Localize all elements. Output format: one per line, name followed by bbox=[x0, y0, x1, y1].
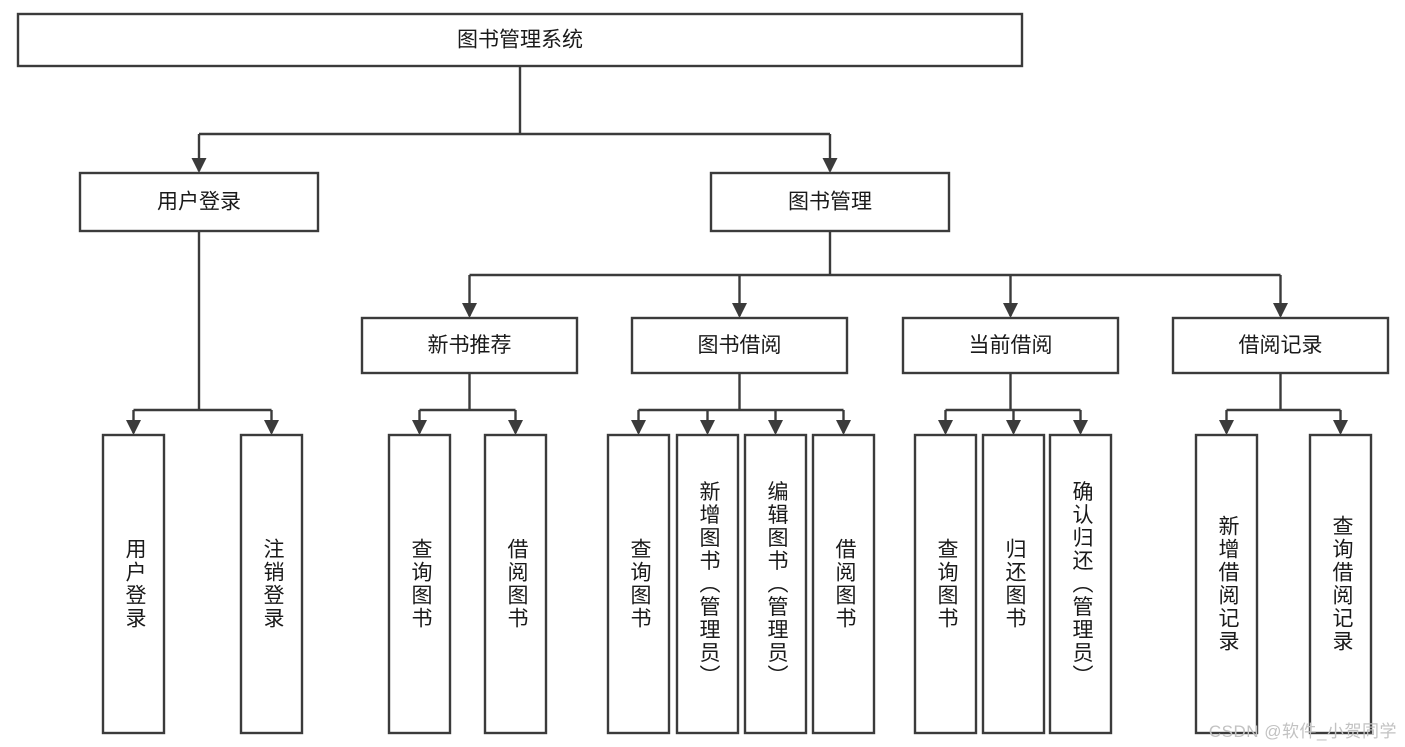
node-label: 用户登录 bbox=[157, 191, 241, 214]
node-label: 查询借阅记录 bbox=[1330, 515, 1354, 653]
node-label: 新增图书（管理员） bbox=[697, 481, 721, 688]
connector-group bbox=[631, 373, 851, 435]
node-label: 图书管理 bbox=[788, 191, 872, 214]
arrow-head-icon bbox=[1333, 420, 1348, 435]
node-box bbox=[1194, 433, 1259, 735]
arrow-head-icon bbox=[508, 420, 523, 435]
node-label: 查询图书 bbox=[628, 538, 652, 630]
node-box bbox=[387, 433, 452, 735]
node-leaf-query-record[interactable]: 查询借阅记录 bbox=[1308, 433, 1373, 735]
node-box bbox=[811, 433, 876, 735]
node-label: 借阅图书 bbox=[505, 538, 529, 630]
node-label: 新增借阅记录 bbox=[1216, 515, 1240, 653]
connector-group bbox=[938, 373, 1088, 435]
arrow-head-icon bbox=[938, 420, 953, 435]
node-label: 归还图书 bbox=[1003, 538, 1027, 630]
node-leaf-logout[interactable]: 注销登录 bbox=[239, 433, 304, 735]
node-label: 新书推荐 bbox=[428, 334, 512, 357]
node-box bbox=[483, 433, 548, 735]
watermark-text: CSDN @软件_小贺同学 bbox=[1208, 722, 1397, 741]
arrow-head-icon bbox=[412, 420, 427, 435]
node-box bbox=[101, 433, 166, 735]
node-current-borrow[interactable]: 当前借阅 bbox=[901, 316, 1120, 375]
arrow-head-icon bbox=[631, 420, 646, 435]
arrow-head-icon bbox=[264, 420, 279, 435]
node-leaf-query-book-3[interactable]: 查询图书 bbox=[913, 433, 978, 735]
node-leaf-borrow-book-2[interactable]: 借阅图书 bbox=[811, 433, 876, 735]
node-box bbox=[901, 316, 1120, 375]
node-layer: 图书管理系统用户登录图书管理新书推荐图书借阅当前借阅借阅记录用户登录注销登录查询… bbox=[16, 12, 1390, 735]
arrow-head-icon bbox=[822, 158, 838, 173]
node-box bbox=[1171, 316, 1390, 375]
node-user-login[interactable]: 用户登录 bbox=[78, 171, 320, 233]
node-label: 编辑图书（管理员） bbox=[765, 481, 789, 688]
node-label: 图书管理系统 bbox=[457, 29, 583, 52]
node-leaf-query-book-1[interactable]: 查询图书 bbox=[387, 433, 452, 735]
node-leaf-return-book[interactable]: 归还图书 bbox=[981, 433, 1046, 735]
node-leaf-edit-book[interactable]: 编辑图书（管理员） bbox=[743, 433, 808, 735]
node-box bbox=[606, 433, 671, 735]
node-book-borrow[interactable]: 图书借阅 bbox=[630, 316, 849, 375]
connector-layer bbox=[126, 66, 1348, 435]
node-label: 借阅记录 bbox=[1239, 334, 1323, 357]
arrow-head-icon bbox=[1219, 420, 1234, 435]
node-box bbox=[630, 316, 849, 375]
node-box bbox=[743, 433, 808, 735]
arrow-head-icon bbox=[836, 420, 851, 435]
node-box bbox=[1048, 433, 1113, 735]
connector-group bbox=[191, 66, 838, 173]
arrow-head-icon bbox=[126, 420, 141, 435]
node-label: 借阅图书 bbox=[833, 538, 857, 630]
node-box bbox=[913, 433, 978, 735]
connector-group bbox=[1219, 373, 1348, 435]
node-borrow-record[interactable]: 借阅记录 bbox=[1171, 316, 1390, 375]
node-box bbox=[16, 12, 1024, 68]
node-box bbox=[675, 433, 740, 735]
node-leaf-borrow-book-1[interactable]: 借阅图书 bbox=[483, 433, 548, 735]
node-leaf-query-book-2[interactable]: 查询图书 bbox=[606, 433, 671, 735]
node-box bbox=[239, 433, 304, 735]
arrow-head-icon bbox=[768, 420, 783, 435]
connector-group bbox=[412, 373, 523, 435]
arrow-head-icon bbox=[732, 303, 747, 318]
connector-group bbox=[462, 231, 1288, 318]
node-leaf-confirm-return[interactable]: 确认归还（管理员） bbox=[1048, 433, 1113, 735]
node-leaf-user-login[interactable]: 用户登录 bbox=[101, 433, 166, 735]
node-label: 用户登录 bbox=[123, 538, 147, 630]
node-leaf-add-book[interactable]: 新增图书（管理员） bbox=[675, 433, 740, 735]
arrow-head-icon bbox=[462, 303, 477, 318]
arrow-head-icon bbox=[1003, 303, 1018, 318]
node-label: 查询图书 bbox=[409, 538, 433, 630]
node-label: 图书借阅 bbox=[698, 334, 782, 357]
node-label: 注销登录 bbox=[261, 538, 285, 630]
node-box bbox=[709, 171, 951, 233]
arrow-head-icon bbox=[1273, 303, 1288, 318]
arrow-head-icon bbox=[191, 158, 207, 173]
node-box bbox=[981, 433, 1046, 735]
node-box bbox=[360, 316, 579, 375]
node-book-manage[interactable]: 图书管理 bbox=[709, 171, 951, 233]
node-root[interactable]: 图书管理系统 bbox=[16, 12, 1024, 68]
node-label: 确认归还（管理员） bbox=[1070, 481, 1094, 688]
node-label: 当前借阅 bbox=[969, 334, 1053, 357]
node-box bbox=[1308, 433, 1373, 735]
arrow-head-icon bbox=[1006, 420, 1021, 435]
node-leaf-add-record[interactable]: 新增借阅记录 bbox=[1194, 433, 1259, 735]
arrow-head-icon bbox=[1073, 420, 1088, 435]
node-box bbox=[78, 171, 320, 233]
arrow-head-icon bbox=[700, 420, 715, 435]
node-label: 查询图书 bbox=[935, 538, 959, 630]
connector-group bbox=[126, 231, 279, 435]
node-new-book-rec[interactable]: 新书推荐 bbox=[360, 316, 579, 375]
